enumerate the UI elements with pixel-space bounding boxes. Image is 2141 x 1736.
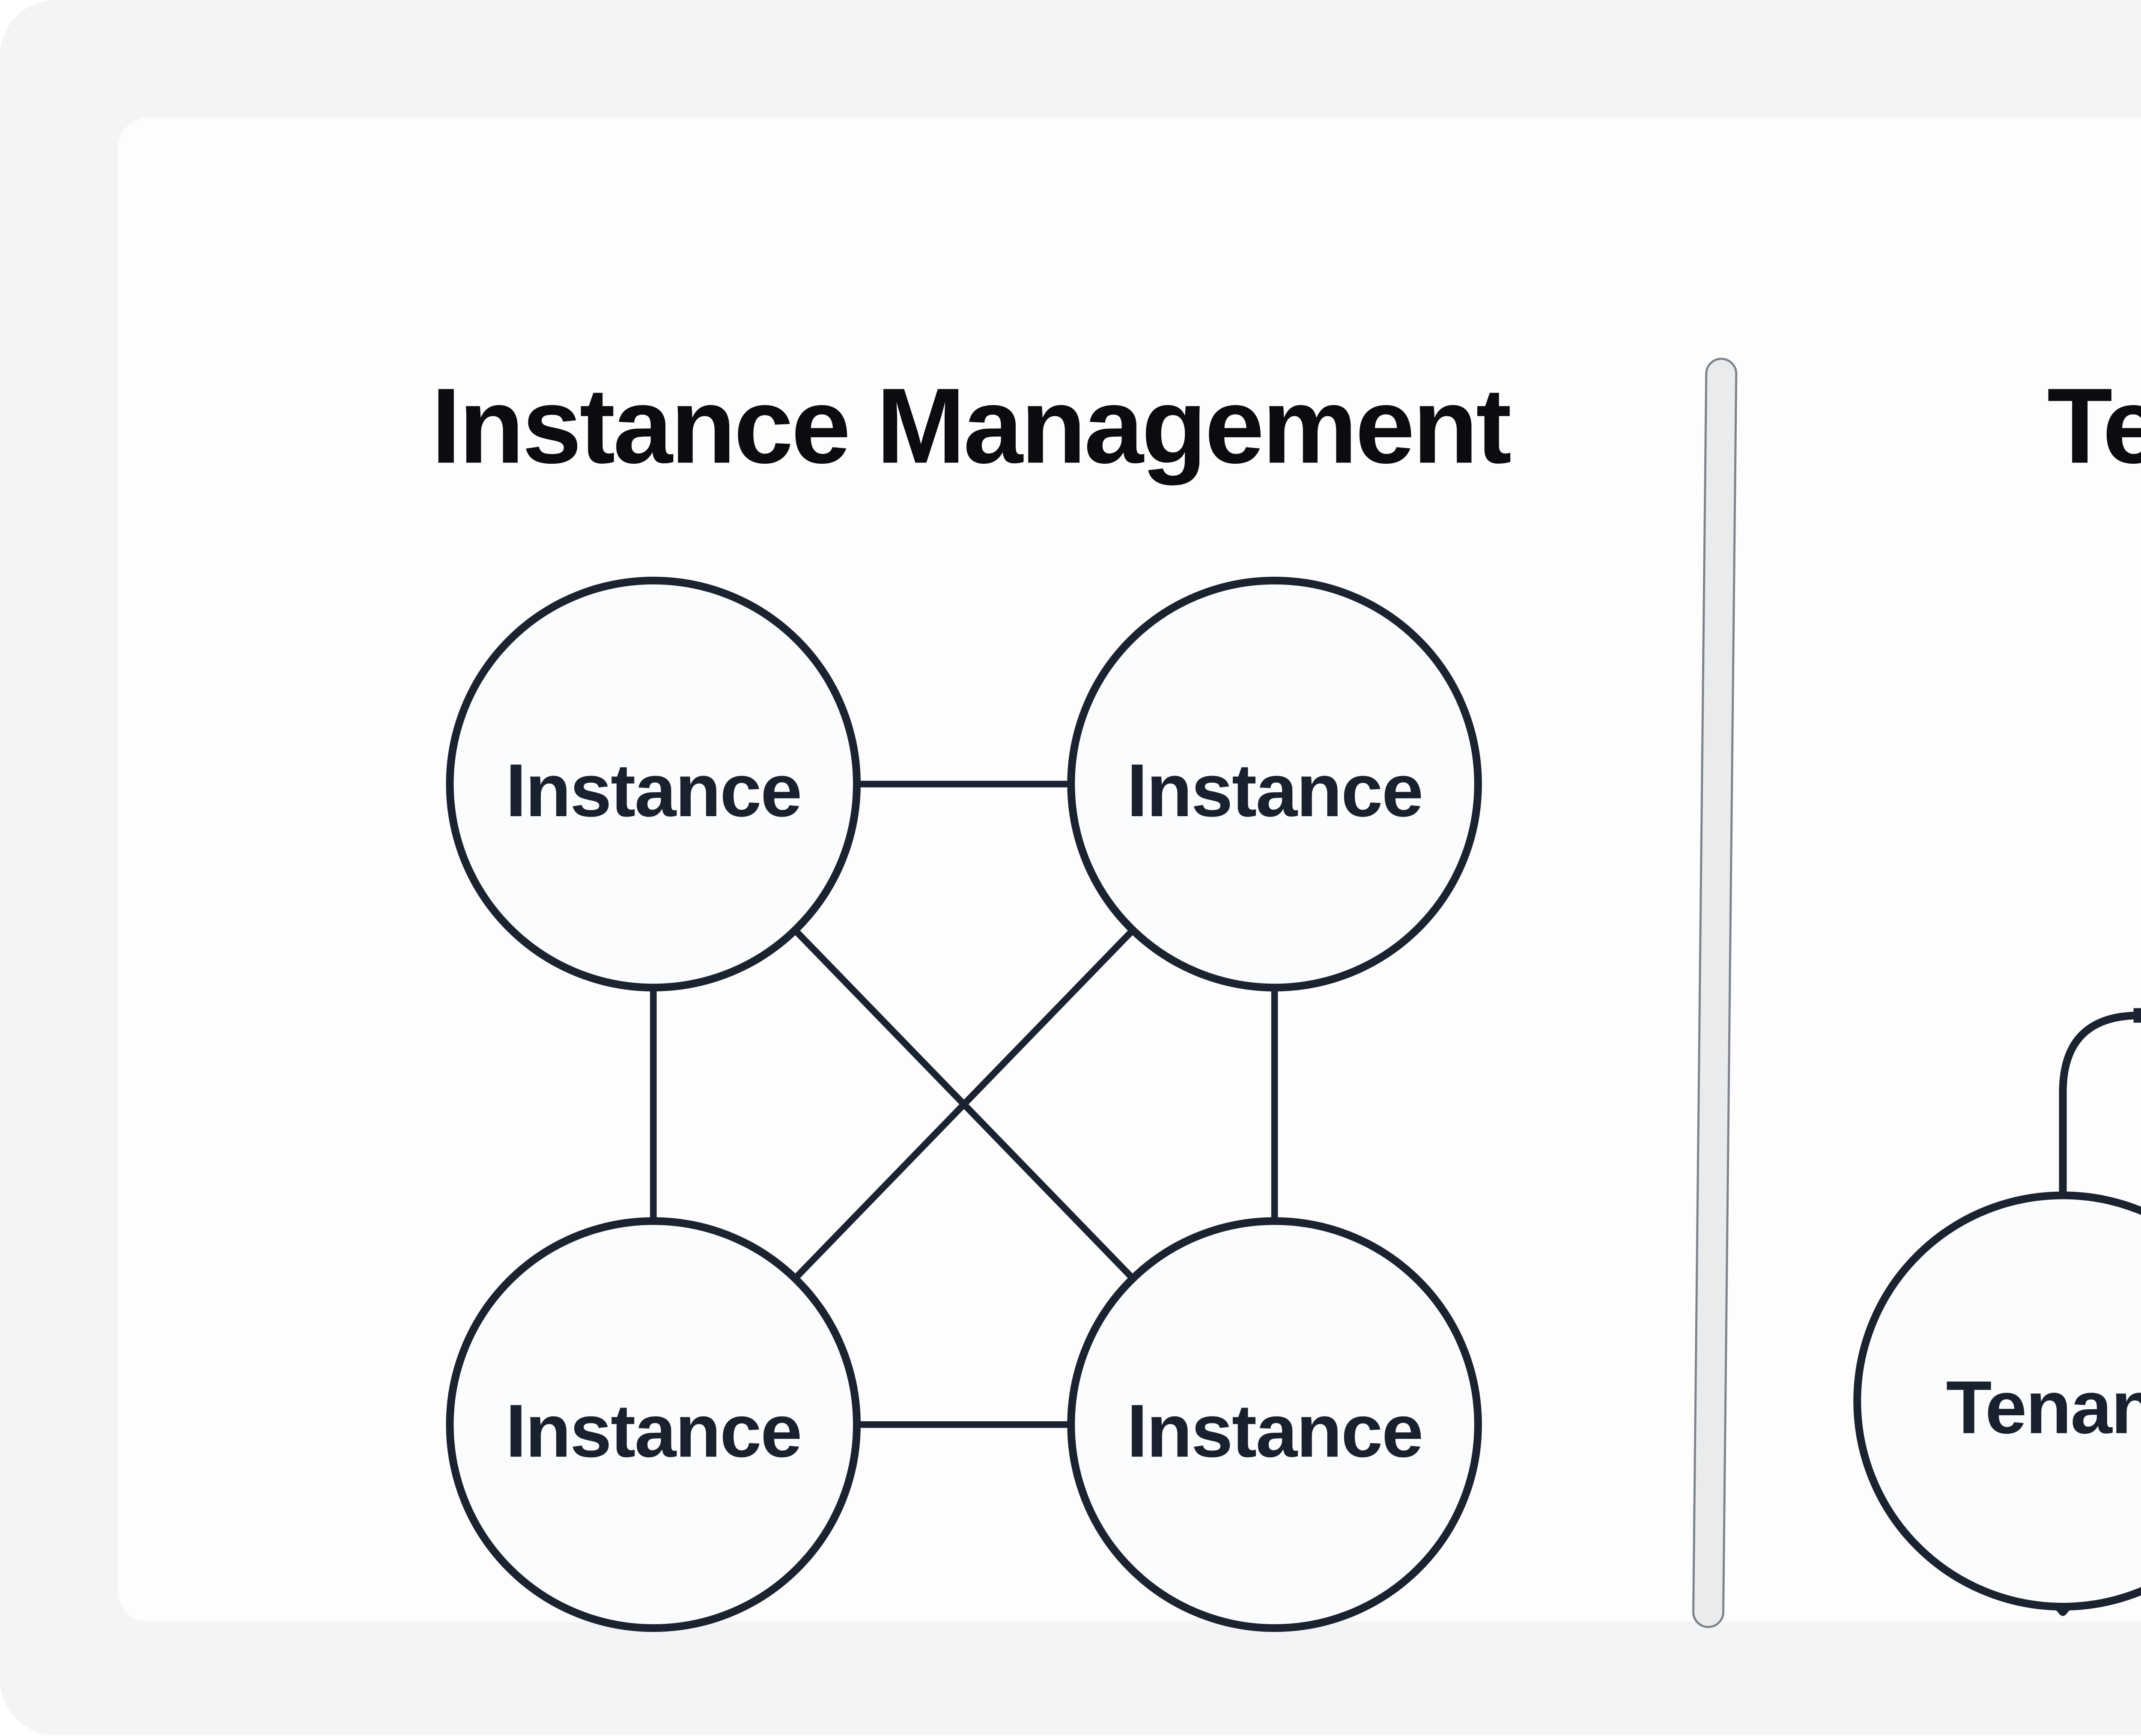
instance-circle: [1067, 1217, 1482, 1632]
instance-label: Instance: [506, 749, 801, 832]
instance-node-top-right: Instance: [1067, 576, 1482, 992]
instance-node-top-left: Instance: [446, 576, 861, 992]
instance-node-bottom-right: Instance: [1067, 1217, 1482, 1632]
tenant-management-title: Tenant Management: [2047, 366, 2141, 486]
instance-label: Instance: [1127, 1389, 1422, 1473]
instance-management-title: Instance Management: [431, 366, 1512, 486]
tenant-tree-diagram: Master Tenant Tenant Tenant: [1853, 1008, 2141, 1616]
instance-label: Instance: [1127, 749, 1422, 832]
instance-node-bottom-left: Instance: [446, 1217, 861, 1632]
panel-divider: [1692, 358, 1738, 1629]
diagram-card: Instance Management Tenant Management In…: [118, 118, 2141, 1632]
tenant-label: Tenant: [1946, 1366, 2141, 1450]
instance-mesh-diagram: Instance Instance Instance Instance: [446, 576, 1482, 1632]
branch-connector: [2059, 1011, 2141, 1600]
instance-circle: [1067, 576, 1482, 992]
instance-circle: [446, 576, 861, 992]
instance-label: Instance: [506, 1389, 801, 1473]
tenant-node-left: Tenant: [1853, 1191, 2141, 1611]
instance-circle: [446, 1217, 861, 1632]
tenant-circle: [1853, 1191, 2141, 1611]
